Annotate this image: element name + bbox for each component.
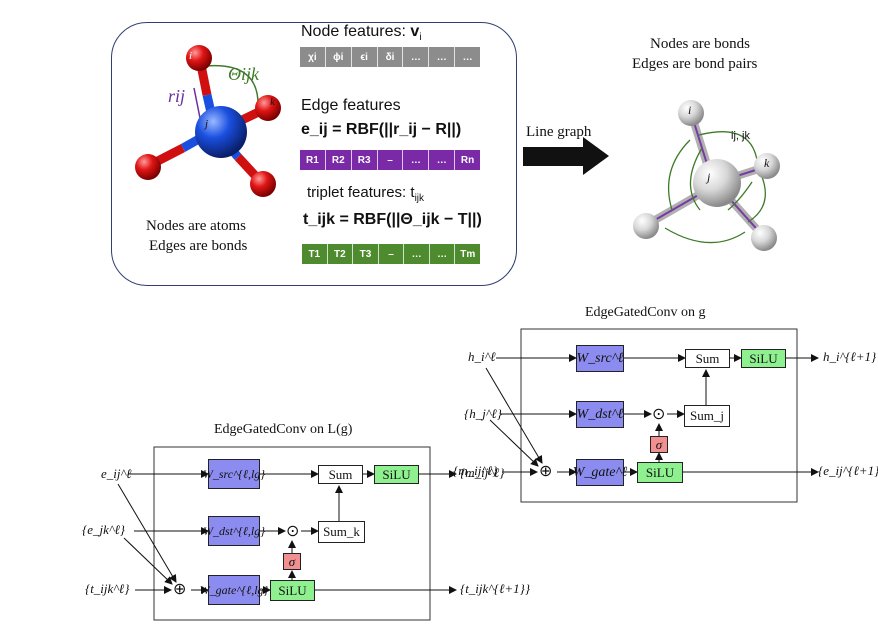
gconv-w-src: W_src^ℓ: [576, 345, 624, 372]
lgconv-odot: ⊙: [286, 523, 300, 540]
lgconv-silu-gate: SiLU: [270, 580, 315, 601]
triplet-cell: …: [404, 244, 430, 264]
line-graph-molecule: [633, 100, 780, 251]
bond-length-mark: [193, 87, 201, 119]
lgconv-sum-k: Sum_k: [318, 521, 365, 543]
atom-j-label: j: [205, 118, 209, 130]
gconv-input-hj: {h_j^ℓ}: [464, 406, 502, 421]
edge-cell: R2: [325, 150, 352, 170]
lgconv-input-ejk: {e_jk^ℓ}: [82, 522, 125, 537]
edge-cell: …: [403, 150, 430, 170]
node-features-title: Node features: vi: [301, 23, 422, 43]
node-j-label: j: [707, 170, 711, 184]
lgconv-title: EdgeGatedConv on L(g): [214, 422, 353, 437]
gconv-odot: ⊙: [652, 406, 666, 423]
atom-j: [195, 106, 247, 158]
node-cell: δi: [377, 47, 404, 67]
lgconv-output-t: {t_ijk^{ℓ+1}}: [460, 581, 531, 596]
node-feature-bar: χi ϕi ϵi δi … … …: [300, 47, 481, 67]
lgconv-w-gate: W_gate^{ℓ,lg}: [200, 575, 268, 605]
pair-label: ij, jk: [731, 130, 750, 142]
lgconv-input-e: e_ij^ℓ: [101, 466, 132, 481]
node-k-label: k: [764, 156, 770, 170]
atom-i-label: i: [189, 50, 193, 62]
lgconv-w-dst: W_dst^{ℓ,lg}: [203, 516, 265, 546]
gconv-silu-out: SiLU: [741, 349, 786, 368]
atom-k: [255, 95, 281, 121]
gconv-sum: Sum: [685, 349, 730, 368]
triplet-cell: T3: [353, 244, 379, 264]
lgconv-input-t: {t_ijk^ℓ}: [85, 581, 130, 596]
node-cell: …: [403, 47, 430, 67]
gconv-input-h: h_i^ℓ: [468, 349, 496, 364]
atom-i: [186, 45, 212, 71]
lgconv-sigma: σ: [283, 553, 301, 570]
gconv-input-m: {m_ij^ℓ}: [453, 463, 498, 478]
lgconv-w-src: W_src^{ℓ,lg}: [203, 459, 265, 489]
edge-cell: –: [377, 150, 404, 170]
line-graph-label: Line graph: [526, 124, 592, 140]
node-i-label: i: [688, 103, 692, 117]
gconv-oplus: ⊕: [539, 463, 553, 480]
lgconv-sum: Sum: [318, 465, 363, 484]
gconv-output-h: h_i^{ℓ+1}: [823, 349, 877, 364]
edge-cell: …: [429, 150, 456, 170]
node-features-sub: i: [419, 32, 422, 44]
node-cell: ϕi: [325, 47, 352, 67]
gconv-sigma: σ: [650, 436, 668, 453]
triplet-features-formula: t_ijk = RBF(||Θ_ijk − T||): [303, 211, 482, 228]
gconv-connections: [485, 328, 819, 503]
triplet-feature-bar: T1 T2 T3 – … … Tm: [302, 244, 481, 264]
edge-cell: Rn: [455, 150, 481, 170]
edge-feature-bar: R1 R2 R3 – … … Rn: [300, 150, 481, 170]
node-cell: χi: [300, 47, 326, 67]
triplet-cell: T1: [302, 244, 328, 264]
angle-label: Θijk: [228, 64, 259, 84]
edge-features-formula: e_ij = RBF(||r_ij − R||): [301, 121, 462, 138]
edge-features-title: Edge features: [301, 97, 401, 114]
lgconv-oplus: ⊕: [173, 581, 187, 598]
triplet-cell: T2: [327, 244, 354, 264]
gconv-sum-j: Sum_j: [684, 405, 730, 427]
triplet-cell: Tm: [455, 244, 481, 264]
bonds-caption-2: Edges are bond pairs: [632, 56, 758, 72]
lgconv-output-m: {m_ij^ℓ}: [460, 465, 505, 480]
node-cell: ϵi: [351, 47, 378, 67]
gconv-title: EdgeGatedConv on g: [585, 305, 706, 320]
gconv-w-dst: W_dst^ℓ: [576, 401, 624, 428]
bonds-caption-1: Nodes are bonds: [650, 36, 750, 52]
gconv-w-gate: W_gate^ℓ: [573, 459, 627, 486]
atoms-caption-1: Nodes are atoms: [146, 218, 246, 234]
triplet-features-title: triplet features: tijk: [307, 184, 424, 204]
triplet-features-text: triplet features: t: [307, 184, 415, 201]
edge-cell: R1: [300, 150, 326, 170]
lgconv-connections: [117, 446, 457, 621]
gconv-silu-gate: SiLU: [637, 462, 683, 483]
atoms-caption-2: Edges are bonds: [149, 238, 248, 254]
atom-bottom: [250, 171, 276, 197]
gconv-output-e: {e_ij^{ℓ+1}}: [818, 463, 878, 478]
bond-length-label: rij: [168, 86, 186, 106]
atom-k-label: k: [270, 96, 275, 108]
node-cell: …: [455, 47, 481, 67]
triplet-features-sub: ijk: [414, 193, 425, 204]
line-graph-arrow: [523, 137, 609, 175]
triplet-cell: –: [378, 244, 405, 264]
lgconv-silu-out: SiLU: [374, 465, 419, 484]
edge-cell: R3: [351, 150, 378, 170]
node-features-text: Node features:: [301, 23, 411, 40]
triplet-cell: …: [429, 244, 456, 264]
node-cell: …: [429, 47, 456, 67]
atom-left: [135, 154, 161, 180]
angle-arc: [205, 64, 259, 105]
node-features-symbol: v: [410, 23, 420, 40]
